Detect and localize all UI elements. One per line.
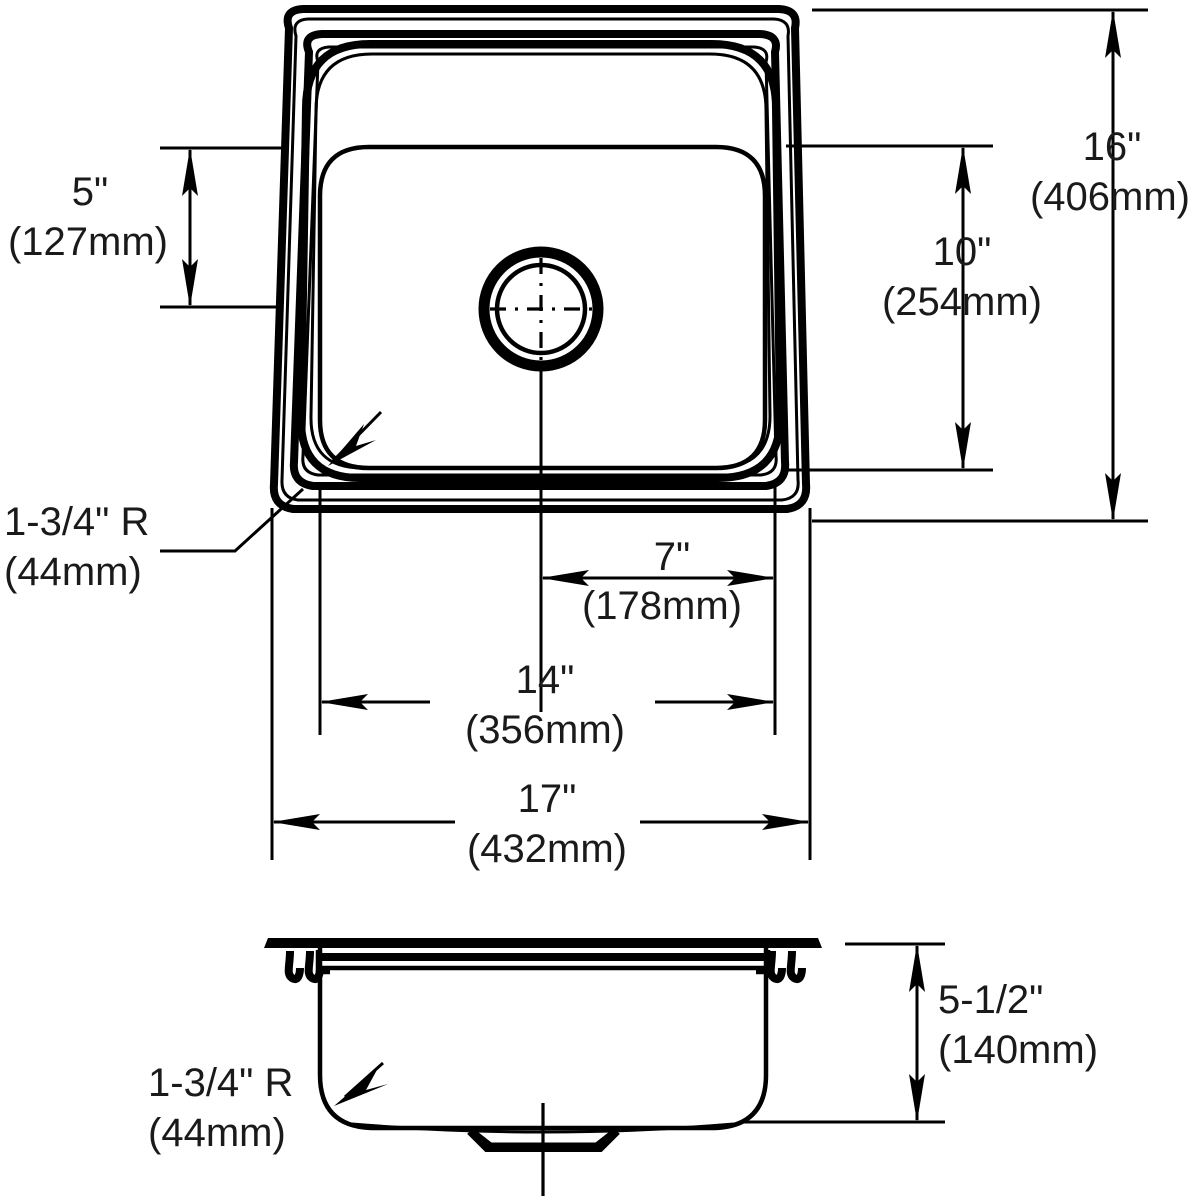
dimension-16in-imperial: 16" (1083, 125, 1142, 169)
dimension-10in-metric: (254mm) (882, 280, 1042, 324)
sink-outer-rim-outline (269, 4, 811, 513)
section-bowl-profile (317, 948, 769, 1131)
arrowhead-5in-down (182, 259, 198, 307)
radius-callout-top-imperial: 1-3/4" R (4, 500, 149, 544)
radius-callout-top-metric: (44mm) (4, 550, 142, 594)
radius-callout-top: 1-3/4" R (44mm) (4, 410, 383, 594)
mounting-clip-right-b (786, 950, 806, 983)
arrowhead-17in-left (272, 814, 320, 830)
sink-bowl-outline (317, 144, 768, 471)
dimension-5-1-2in: 5-1/2" (140mm) (740, 942, 1098, 1124)
top-view: 5" (127mm) 10" (254mm) 16" (4, 4, 1190, 871)
dimension-16in-metric: (406mm) (1030, 175, 1190, 219)
dimension-7in: 7" (178mm) (541, 535, 775, 628)
mounting-clip-right-a (766, 950, 786, 983)
arrowhead-14in-right (727, 694, 775, 710)
arrowhead-5-1-2in-down (909, 1074, 925, 1122)
radius-callout-section-imperial: 1-3/4" R (148, 1061, 293, 1105)
section-rim-center-mark (539, 938, 547, 946)
arrowhead-7in-right (727, 570, 775, 586)
radius-leader-arrowhead-top (328, 424, 376, 466)
arrowhead-14in-left (320, 694, 368, 710)
sink-inner-rim-inner-edge (309, 52, 772, 470)
arrowhead-10in-down (955, 422, 971, 470)
sink-outer-rim-inner-edge (280, 17, 800, 502)
radius-callout-section-metric: (44mm) (148, 1111, 286, 1155)
section-view: 5-1/2" (140mm) 1-3/4" R (44mm) (148, 938, 1098, 1196)
mounting-clip-left-a (284, 950, 304, 983)
dimension-17in-imperial: 17" (518, 777, 577, 821)
dimension-10in-imperial: 10" (933, 230, 992, 274)
arrowhead-17in-right (762, 814, 810, 830)
radius-leader-arrowhead-section (334, 1068, 388, 1106)
dimension-5in-imperial: 5" (72, 170, 108, 214)
radius-callout-section: 1-3/4" R (44mm) (148, 1061, 388, 1155)
radius-leader-line-top (160, 487, 305, 553)
sink-inner-rim-outline (296, 40, 785, 482)
arrowhead-16in-down (1105, 473, 1121, 521)
dimension-16in: 16" (406mm) (812, 8, 1190, 523)
arrowhead-16in-up (1105, 10, 1121, 58)
dimension-14in-imperial: 14" (516, 658, 575, 702)
dimension-5-1-2in-metric: (140mm) (938, 1028, 1098, 1072)
dimension-7in-imperial: 7" (654, 535, 690, 579)
dimension-10in: 10" (254mm) (786, 144, 1042, 472)
arrowhead-10in-up (955, 146, 971, 194)
sink-rim-ledge-outline (289, 30, 790, 490)
arrowhead-7in-left (541, 570, 589, 586)
arrowhead-5in-up (182, 148, 198, 196)
dimension-5-1-2in-imperial: 5-1/2" (938, 978, 1043, 1022)
arrowhead-5-1-2in-up (909, 944, 925, 992)
dimension-14in-metric: (356mm) (465, 708, 625, 752)
dimension-14in: 14" (356mm) (320, 658, 775, 752)
dimension-5in: 5" (127mm) (8, 146, 282, 309)
sink-rim-ledge-inner-edge (301, 45, 778, 477)
dimension-7in-metric: (178mm) (582, 584, 742, 628)
dimension-17in-metric: (432mm) (467, 827, 627, 871)
dimension-17in: 17" (432mm) (272, 777, 810, 871)
dimension-5in-metric: (127mm) (8, 220, 168, 264)
